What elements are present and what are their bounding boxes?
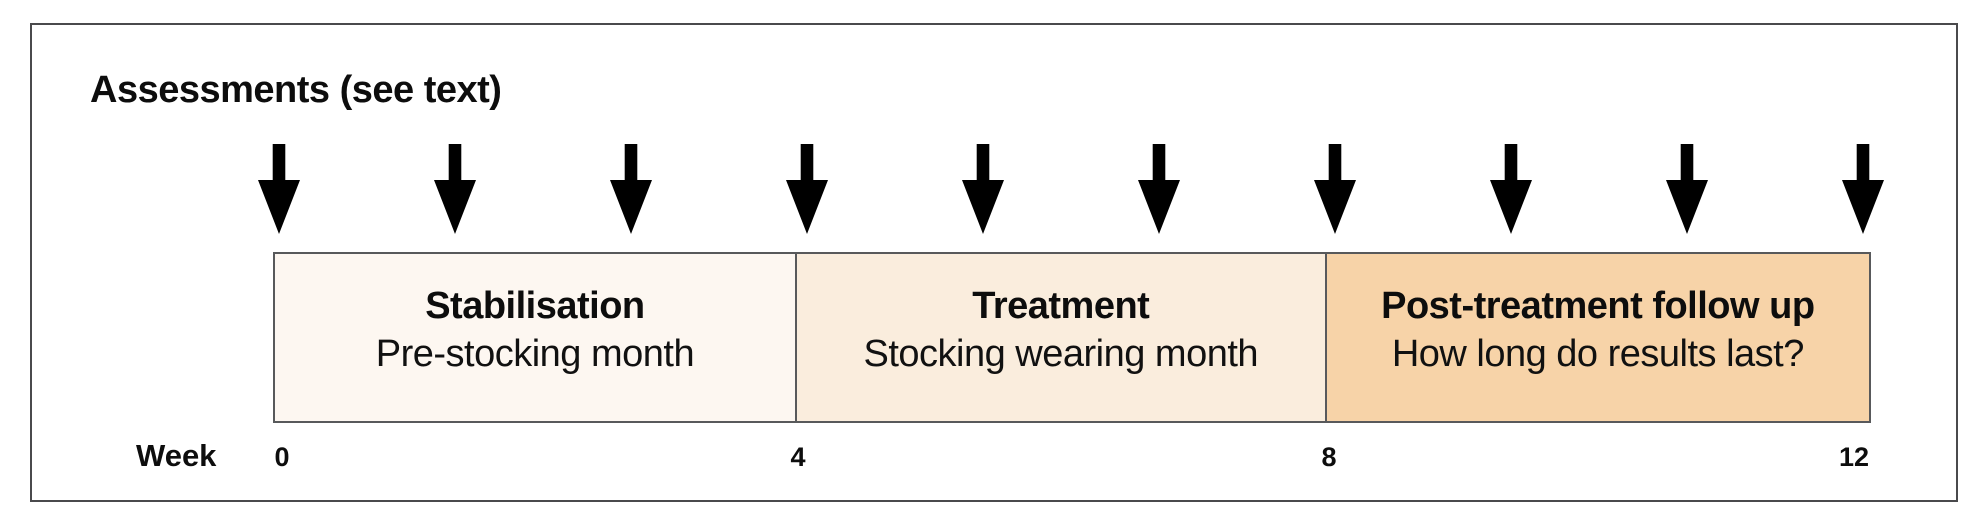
figure-frame: Assessments (see text) Stabilisation Pre… <box>30 23 1958 502</box>
week-tick-12: 12 <box>1838 442 1870 472</box>
down-arrow-icon <box>434 144 476 234</box>
phase-description: Stocking wearing month <box>863 332 1259 375</box>
down-arrow-icon <box>786 144 828 234</box>
down-arrow-icon <box>1842 144 1884 234</box>
down-arrow-icon <box>258 144 300 234</box>
down-arrow-icon <box>610 144 652 234</box>
phase-name: Post-treatment follow up <box>1381 285 1815 327</box>
down-arrow-icon <box>1666 144 1708 234</box>
assessment-arrows-row <box>258 144 1884 234</box>
phase-description: How long do results last? <box>1391 332 1805 375</box>
phase-box-stabilisation: Stabilisation Pre-stocking month <box>273 252 797 423</box>
week-tick-8: 8 <box>1321 442 1337 472</box>
phase-box-treatment: Treatment Stocking wearing month <box>794 252 1327 423</box>
figure-title: Assessments (see text) <box>90 69 502 111</box>
phase-timeline: Stabilisation Pre-stocking month Treatme… <box>273 252 1875 423</box>
down-arrow-icon <box>962 144 1004 234</box>
phase-box-post-treatment: Post-treatment follow up How long do res… <box>1324 252 1871 423</box>
down-arrow-icon <box>1490 144 1532 234</box>
phase-name: Treatment <box>972 285 1150 327</box>
week-axis-label: Week <box>136 438 217 473</box>
down-arrow-icon <box>1138 144 1180 234</box>
down-arrow-icon <box>1314 144 1356 234</box>
phase-name: Stabilisation <box>425 285 645 327</box>
week-tick-4: 4 <box>790 442 806 472</box>
week-tick-0: 0 <box>274 442 290 472</box>
phase-description: Pre-stocking month <box>375 332 695 375</box>
